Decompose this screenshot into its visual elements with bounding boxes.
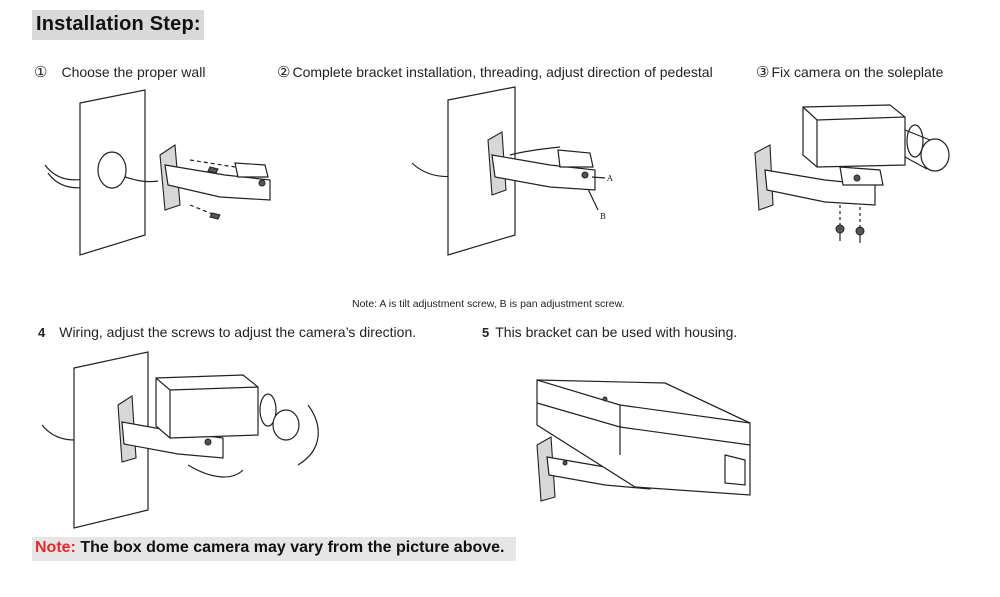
step-4-illustration	[41, 351, 319, 529]
step-3-illustration	[754, 104, 950, 243]
footer-background	[32, 537, 516, 561]
label-a: A	[606, 174, 613, 183]
step-4-text: Wiring, adjust the screws to adjust the …	[59, 324, 417, 340]
label-b: B	[600, 212, 606, 221]
page-title: Installation Step:	[36, 13, 201, 35]
footer-note-text: The box dome camera may vary from the pi…	[80, 539, 505, 556]
step-5-number: 5	[482, 325, 490, 340]
footer-note: Note: The box dome camera may vary from …	[35, 539, 505, 557]
rotation-arrow-icon	[297, 404, 319, 466]
adjustment-note: Note: A is tilt adjustment screw, B is p…	[352, 298, 625, 310]
footer-note-prefix: Note:	[35, 539, 76, 556]
step-3-text: Fix camera on the soleplate	[771, 64, 944, 80]
step-2-text: Complete bracket installation, threading…	[292, 64, 713, 80]
step-5-text: This bracket can be used with housing.	[495, 324, 738, 340]
screw-icon	[835, 224, 845, 241]
step-5-illustration	[536, 379, 751, 502]
screw-icon	[855, 226, 865, 243]
step-3-number: ③	[756, 64, 770, 81]
step-5-label: 5 This bracket can be used with housing.	[482, 324, 737, 340]
step-1-number: ①	[34, 64, 48, 81]
step-2-number: ②	[277, 64, 291, 81]
step-1-text: Choose the proper wall	[61, 64, 206, 80]
step-4-label: 4 Wiring, adjust the screws to adjust the…	[38, 324, 416, 340]
step-4-number: 4	[38, 325, 46, 340]
step-2-illustration: A B	[411, 86, 613, 256]
rotation-arrow-icon	[187, 464, 244, 478]
step-1-illustration	[44, 89, 271, 256]
title-background	[32, 10, 204, 40]
step-1-label: ① Choose the proper wall	[34, 63, 205, 81]
